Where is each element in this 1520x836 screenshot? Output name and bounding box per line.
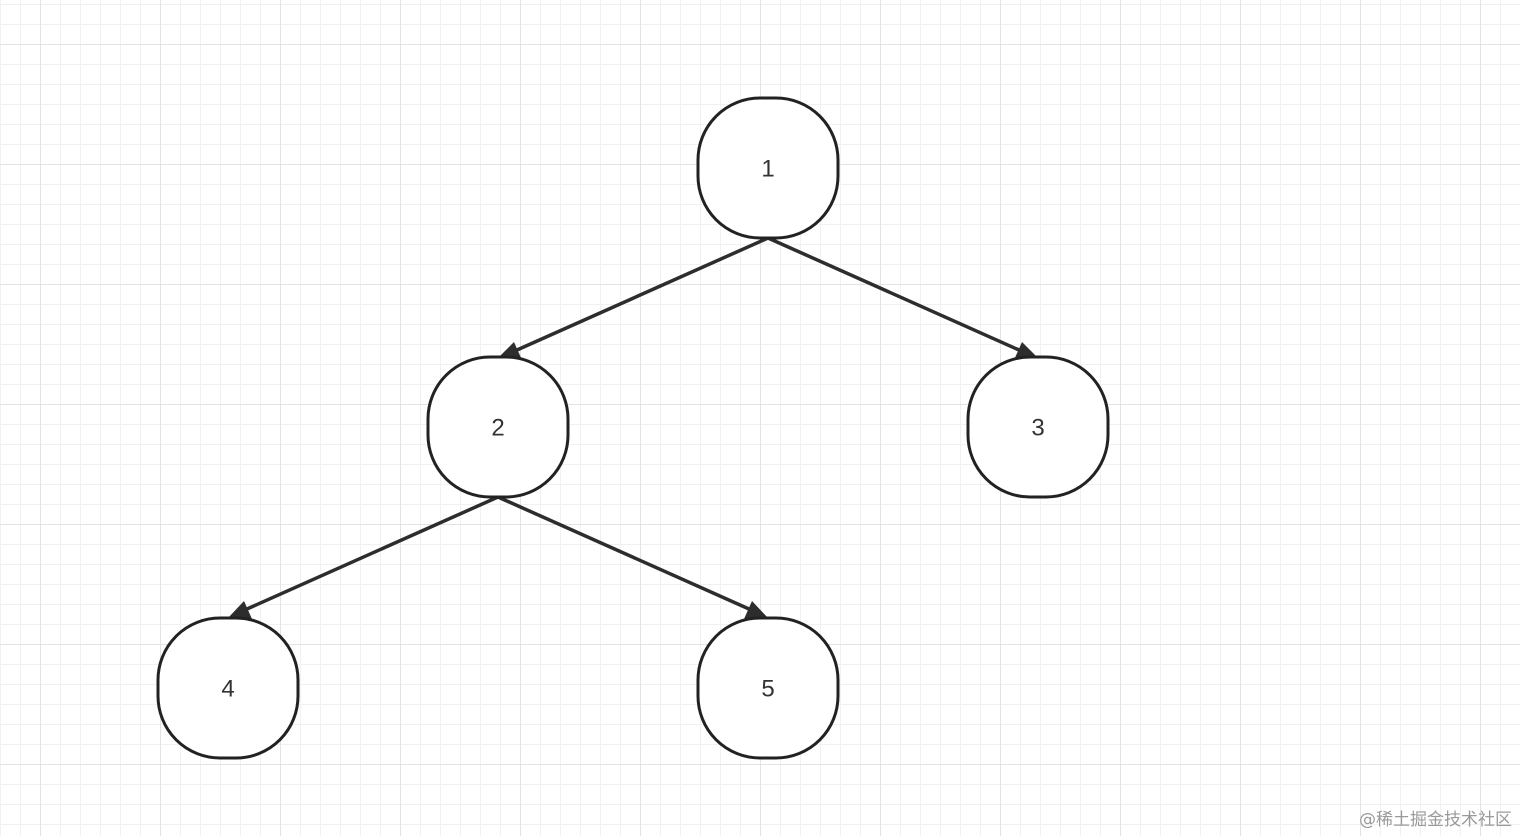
node-4[interactable]: 4 <box>156 616 300 760</box>
watermark-text: @稀土掘金技术社区 <box>1359 810 1512 830</box>
node-label: 5 <box>761 676 774 703</box>
edge-2-5 <box>497 495 768 619</box>
edge-2-4 <box>228 495 499 619</box>
node-label: 1 <box>761 156 774 183</box>
edge-1-3 <box>767 236 1038 360</box>
node-1[interactable]: 1 <box>696 96 840 240</box>
node-label: 3 <box>1031 415 1044 442</box>
node-label: 4 <box>221 676 234 703</box>
node-5[interactable]: 5 <box>696 616 840 760</box>
edge-1-2 <box>498 236 769 360</box>
node-3[interactable]: 3 <box>966 355 1110 499</box>
node-label: 2 <box>491 415 504 442</box>
node-2[interactable]: 2 <box>426 355 570 499</box>
